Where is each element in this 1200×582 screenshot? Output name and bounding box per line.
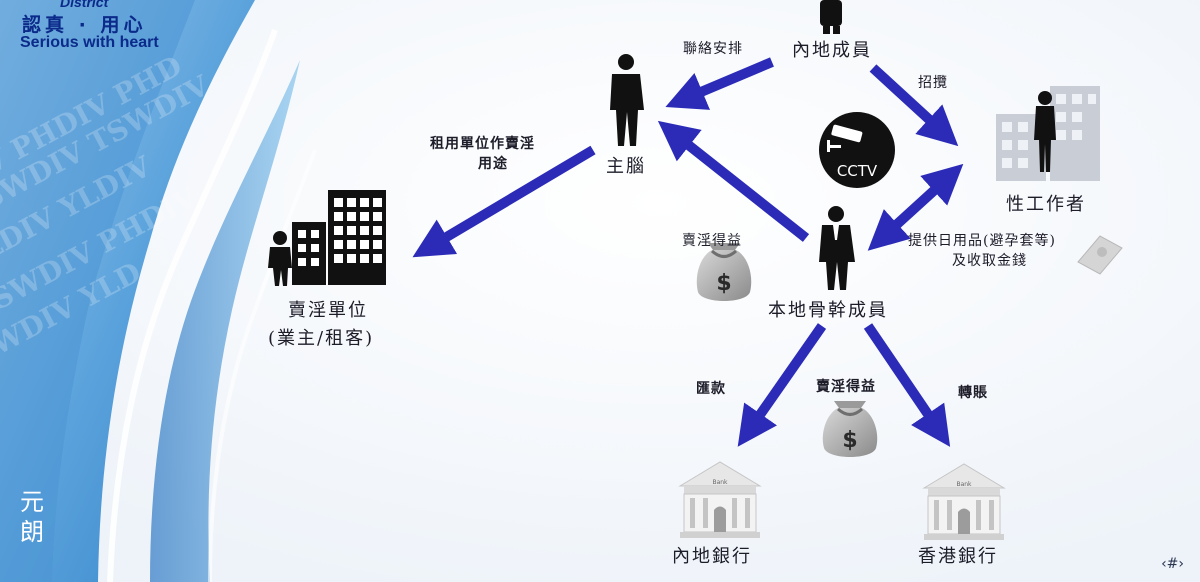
node-local-core: 本地骨幹成員 [768, 300, 888, 321]
edge-label-transfer: 轉賬 [958, 385, 988, 401]
cctv-label: CCTV [837, 162, 878, 180]
arrow-mainland-to-mastermind [665, 57, 774, 110]
building-icon-vice-unit [292, 190, 386, 285]
person-icon-mastermind [610, 54, 644, 146]
money-bag-icon-bottom: $ [822, 401, 878, 457]
arrow-local-to-mainland-bank [737, 323, 827, 447]
node-sex-worker: 性工作者 [1006, 194, 1086, 215]
arrow-local-to-hk-bank [863, 323, 951, 447]
edge-label-recruit: 招攬 [918, 75, 948, 91]
arrows [412, 57, 964, 447]
condom-packet-icon [1077, 235, 1123, 275]
node-vice-unit-sub: (業主/租客) [268, 328, 375, 349]
edge-label-proceeds-bottom: 賣淫得益 [816, 379, 876, 395]
person-icon-vice-unit [268, 231, 292, 286]
edge-label-remit: 匯款 [696, 381, 726, 397]
node-mainland-bank: 內地銀行 [672, 546, 752, 567]
arrow-local-to-mastermind [657, 120, 810, 242]
money-symbol-bottom: $ [842, 428, 857, 453]
signature-char-1: 元 [20, 488, 44, 516]
bank-icon-mainland: Bank [678, 461, 762, 538]
edge-label-proceeds-top: 賣淫得益 [682, 233, 742, 249]
node-mastermind: 主腦 [606, 156, 646, 177]
bank-sign-mainland: Bank [712, 479, 728, 486]
money-symbol-top: $ [716, 271, 731, 296]
signature-char-2: 朗 [20, 518, 44, 546]
edge-label-supplies-2: 及收取金錢 [952, 253, 1027, 269]
node-vice-unit: 賣淫單位 [288, 300, 368, 321]
node-mainland-member: 內地成員 [792, 40, 872, 61]
person-icon-sexworker [1034, 91, 1056, 172]
money-bag-icon-top: $ [696, 243, 752, 301]
edge-label-rent-1: 租用單位作賣淫 [430, 136, 535, 152]
brand-top-text: District [60, 0, 109, 10]
person-icon-mainland [820, 0, 842, 34]
arrow-mainland-to-sexworker [869, 64, 959, 147]
node-hk-bank: 香港銀行 [918, 546, 998, 567]
cctv-icon: CCTV [819, 112, 895, 188]
edge-label-rent-2: 用途 [478, 156, 508, 172]
motto-chinese: 認真 · 用心 [22, 14, 147, 36]
page-number: ‹#› [1161, 556, 1184, 572]
edge-label-supplies-1: 提供日用品(避孕套等) [908, 233, 1056, 249]
person-icon-local-core [819, 206, 855, 290]
edge-label-liaison: 聯絡安排 [683, 41, 743, 57]
bank-sign-hk: Bank [956, 481, 972, 488]
arrow-mastermind-to-unit [412, 145, 596, 258]
bank-icon-hk: Bank [922, 463, 1006, 540]
arrow-local-sexworker-bidirectional [867, 163, 964, 251]
motto-english: Serious with heart [20, 34, 159, 51]
